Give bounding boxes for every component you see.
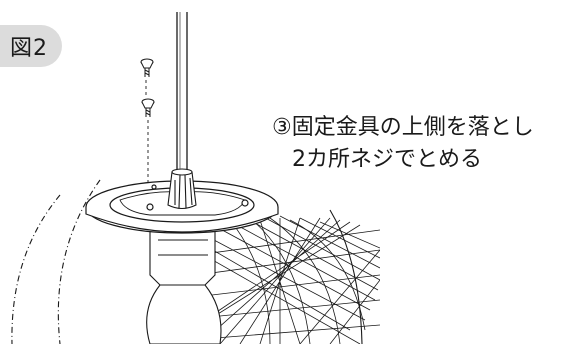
string-mesh <box>159 214 380 344</box>
screw-icon <box>141 98 155 117</box>
screw-guide-lines <box>145 80 149 200</box>
pipe-nut <box>167 168 197 210</box>
pendant-pipe <box>176 12 188 172</box>
lamp-socket <box>146 224 222 344</box>
figure-label-tab: 図2 <box>0 25 62 67</box>
instruction-text: ③固定金具の上側を落とし 2カ所ネジでとめる <box>272 112 534 176</box>
instruction-line-2: 2カ所ネジでとめる <box>292 147 482 172</box>
screw-icon <box>140 58 154 77</box>
figure-label: 図2 <box>10 36 48 61</box>
lamp-shade <box>11 179 363 344</box>
instruction-line-1: ③固定金具の上側を落とし <box>272 115 534 140</box>
